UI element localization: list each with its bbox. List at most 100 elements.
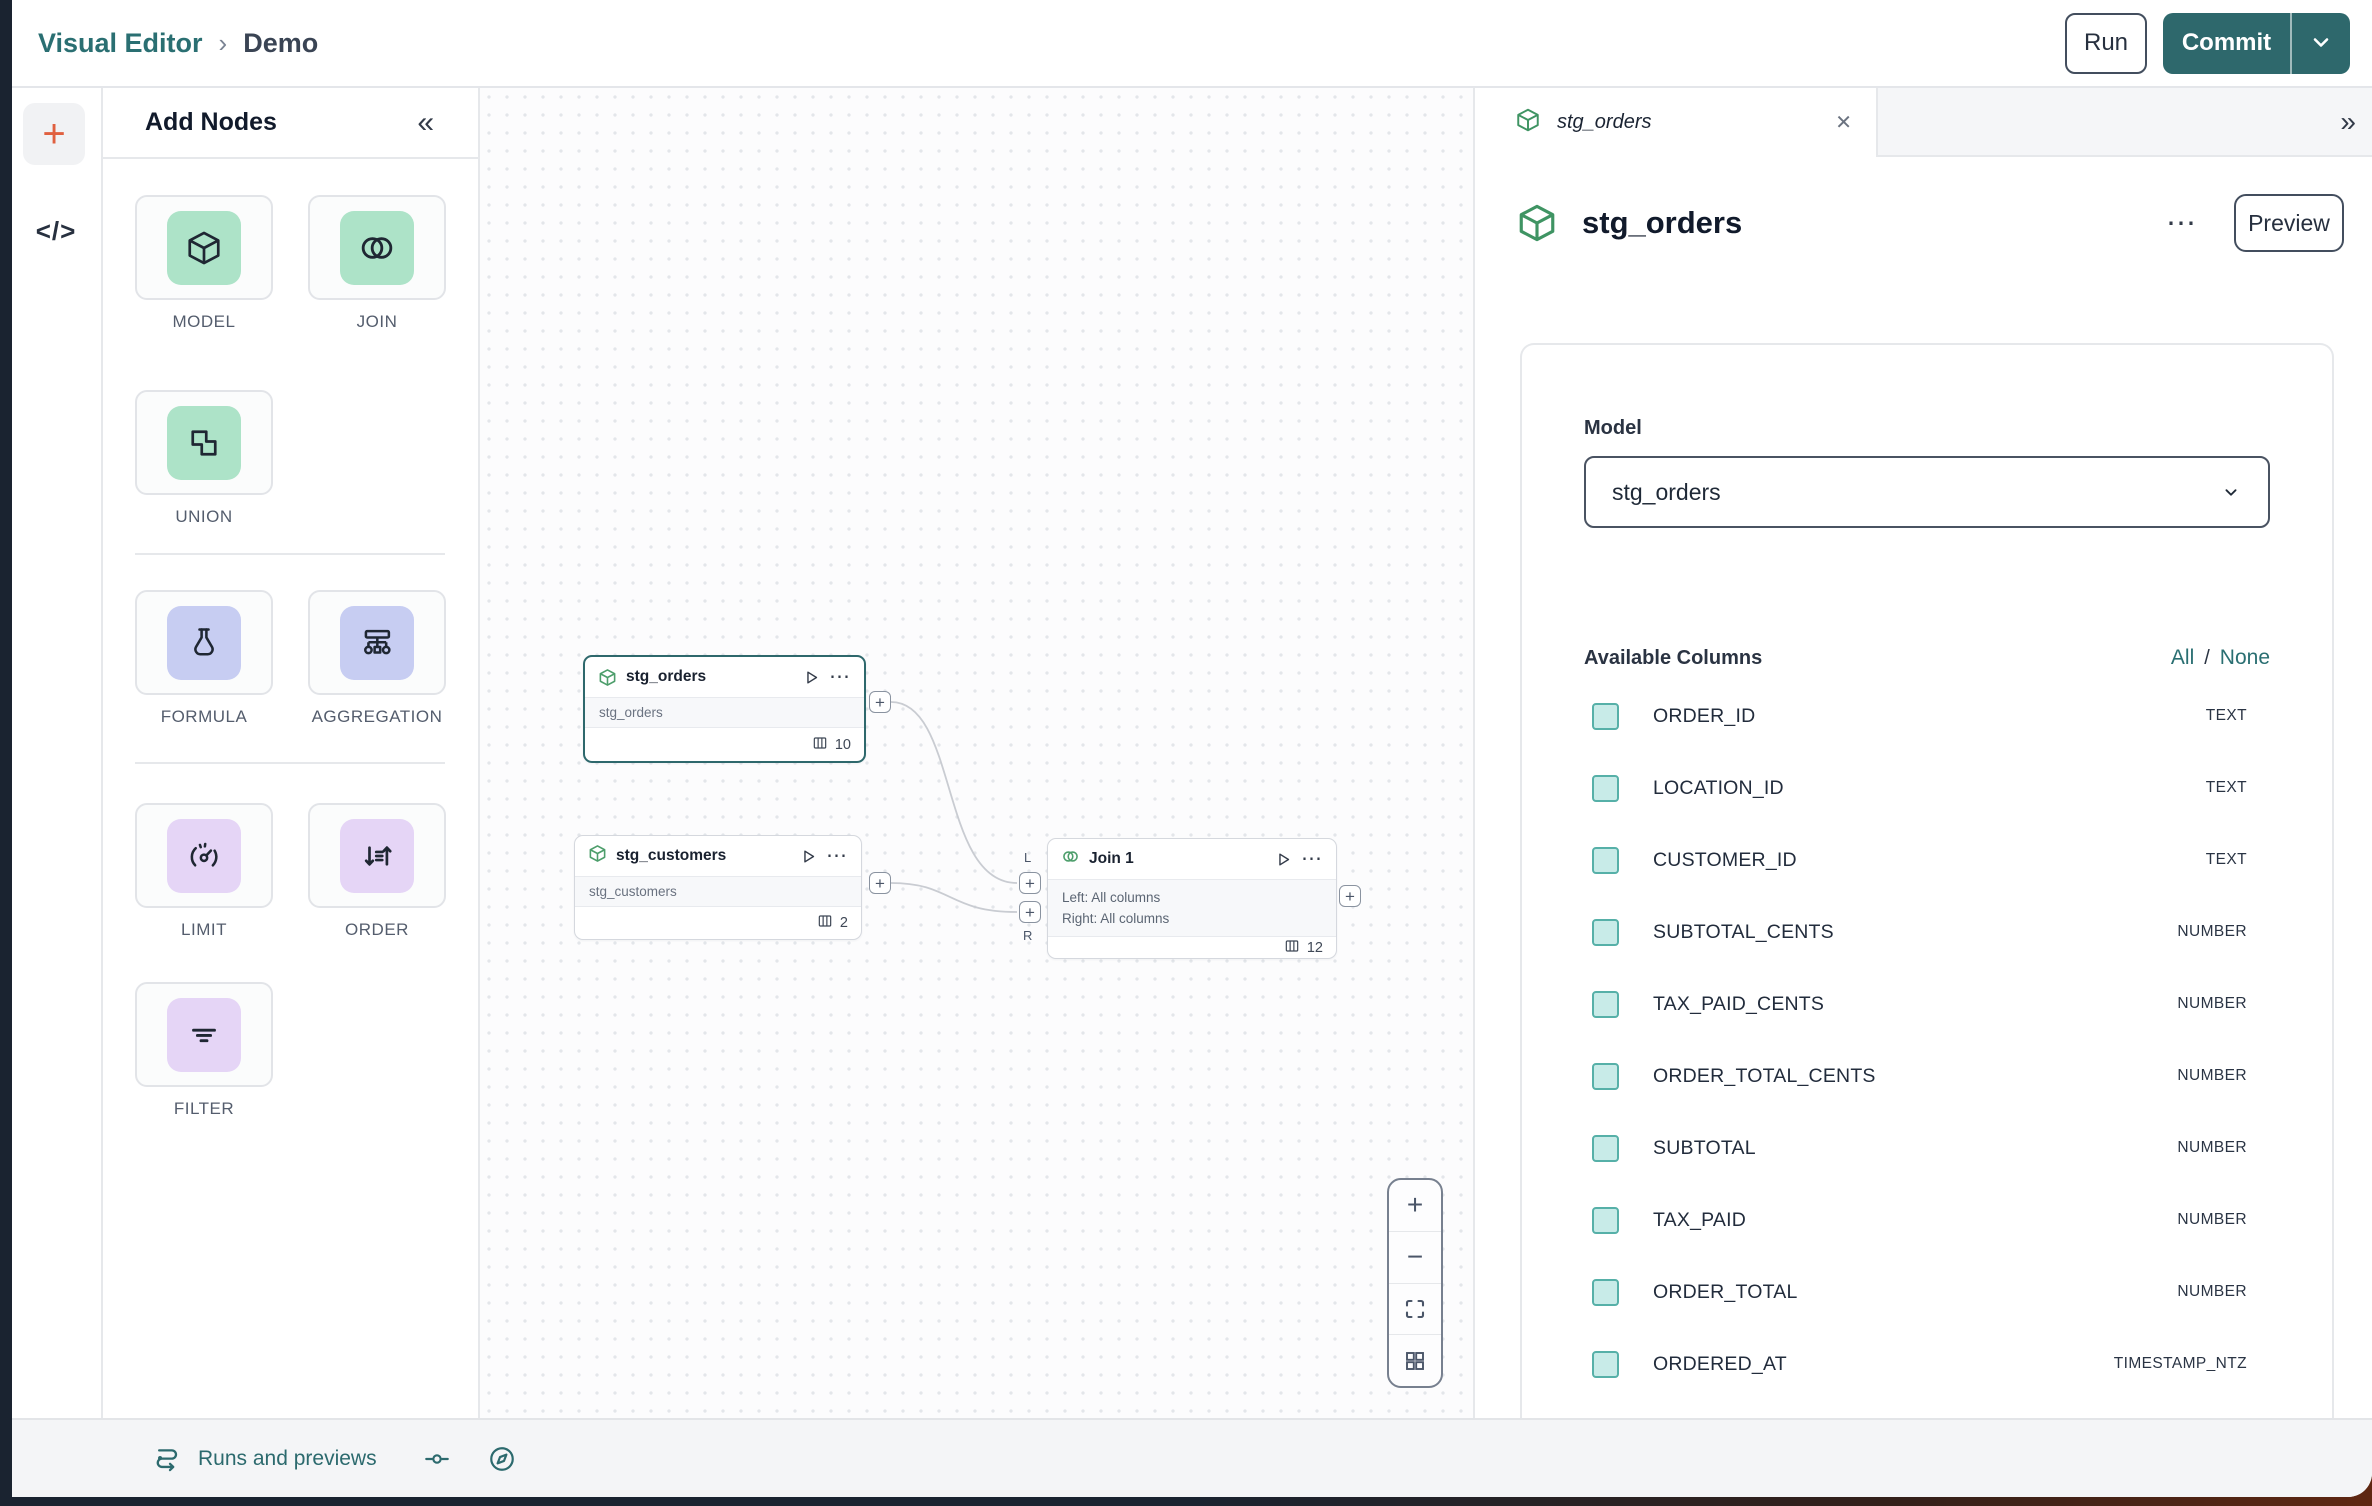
- compass-icon[interactable]: [487, 1444, 517, 1474]
- expand-panel-icon[interactable]: »: [2340, 105, 2356, 137]
- commit-dropdown-button[interactable]: [2290, 12, 2350, 74]
- column-row: ORDERED_AT TIMESTAMP_NTZ: [1522, 1328, 2332, 1400]
- column-checkbox[interactable]: [1592, 990, 1619, 1018]
- columns-icon: [817, 913, 833, 933]
- add-node-button[interactable]: +: [23, 103, 85, 165]
- node-menu-icon[interactable]: ⋯: [826, 844, 848, 867]
- node-card-join[interactable]: JOIN: [308, 195, 446, 332]
- columns-icon: [812, 735, 828, 755]
- join-left-config: Left: All columns: [1062, 890, 1161, 905]
- play-icon[interactable]: [800, 848, 817, 865]
- column-name: TAX_PAID: [1653, 1208, 1746, 1231]
- canvas-node-join-1[interactable]: Join 1 ⋯ Left: All columns Right: All co…: [1047, 838, 1337, 959]
- column-checkbox[interactable]: [1592, 702, 1619, 730]
- model-cube-icon: [1515, 107, 1541, 138]
- join-circles-icon: [1061, 847, 1080, 871]
- output-port-stg-orders[interactable]: +: [869, 691, 891, 713]
- canvas-zoom-controls: + −: [1387, 1178, 1443, 1388]
- fit-view-icon[interactable]: [1389, 1282, 1441, 1335]
- kebab-menu-icon[interactable]: ⋯: [2166, 206, 2196, 240]
- column-type: TEXT: [2205, 779, 2247, 796]
- node-card-filter[interactable]: FILTER: [135, 982, 273, 1119]
- pipeline-canvas[interactable]: stg_orders ⋯ stg_orders 10 stg_customer: [480, 88, 1473, 1418]
- column-name: LOCATION_ID: [1653, 776, 1784, 799]
- node-card-label: FILTER: [173, 1099, 235, 1118]
- input-port-join-right[interactable]: +: [1019, 901, 1041, 923]
- play-icon[interactable]: [1275, 851, 1292, 868]
- tab-title: stg_orders: [1557, 111, 1652, 133]
- node-card-aggregation[interactable]: AGGREGATION: [308, 590, 446, 727]
- node-card-formula[interactable]: FORMULA: [135, 590, 273, 727]
- canvas-node-stg-customers[interactable]: stg_customers ⋯ stg_customers 2: [574, 835, 862, 940]
- add-nodes-title: Add Nodes: [145, 108, 277, 136]
- column-type: TIMESTAMP_NTZ: [2113, 1355, 2247, 1372]
- node-card-model[interactable]: MODEL: [135, 195, 273, 332]
- model-cube-icon: [1516, 202, 1558, 244]
- column-name: ORDER_TOTAL: [1653, 1280, 1798, 1303]
- runs-and-previews-label[interactable]: Runs and previews: [198, 1446, 377, 1470]
- join-circles-icon: [340, 210, 414, 285]
- column-checkbox[interactable]: [1592, 918, 1619, 946]
- preview-button[interactable]: Preview: [2234, 194, 2344, 252]
- column-type: TEXT: [2205, 707, 2247, 724]
- model-field-label: Model: [1584, 417, 1642, 439]
- column-row: TAX_PAID NUMBER: [1522, 1184, 2332, 1256]
- column-checkbox[interactable]: [1592, 1062, 1619, 1090]
- inspector-panel: stg_orders ✕ » stg_orders ⋯ Preview Mode…: [1473, 88, 2372, 1418]
- node-card-label: MODEL: [172, 312, 236, 331]
- node-card-order[interactable]: ORDER: [308, 803, 446, 940]
- node-card-limit[interactable]: LIMIT: [135, 803, 273, 940]
- collapse-panel-icon[interactable]: «: [417, 105, 434, 139]
- column-type: NUMBER: [2177, 1283, 2247, 1300]
- commit-split-button: Commit: [2163, 12, 2350, 74]
- play-icon[interactable]: [803, 669, 820, 686]
- output-port-join[interactable]: +: [1339, 885, 1361, 907]
- column-row: LOCATION_ID TEXT: [1522, 752, 2332, 824]
- select-none-link[interactable]: None: [2219, 646, 2270, 669]
- node-card-label: LIMIT: [181, 920, 227, 939]
- select-all-link[interactable]: All: [2170, 646, 2195, 669]
- available-columns-title: Available Columns: [1584, 647, 1763, 669]
- top-bar: Visual Editor › Demo Run Commit: [12, 0, 2372, 88]
- column-name: SUBTOTAL: [1653, 1136, 1756, 1159]
- breadcrumb-visual-editor[interactable]: Visual Editor: [38, 27, 203, 58]
- column-checkbox[interactable]: [1592, 1134, 1619, 1162]
- node-card-label: ORDER: [345, 920, 409, 939]
- node-card-label: AGGREGATION: [311, 707, 443, 726]
- close-icon[interactable]: ✕: [1835, 112, 1852, 134]
- zoom-out-button[interactable]: −: [1389, 1230, 1441, 1283]
- inspector-tab-bar: stg_orders ✕ »: [1475, 88, 2372, 157]
- input-port-join-left[interactable]: +: [1019, 872, 1041, 894]
- column-row: SUBTOTAL_CENTS NUMBER: [1522, 896, 2332, 968]
- zoom-in-button[interactable]: +: [1389, 1180, 1441, 1231]
- column-checkbox[interactable]: [1592, 846, 1619, 874]
- commit-node-icon[interactable]: [423, 1445, 451, 1473]
- node-title: stg_orders: [626, 668, 707, 685]
- column-checkbox[interactable]: [1592, 1350, 1619, 1378]
- code-view-icon[interactable]: </>: [26, 213, 86, 249]
- column-checkbox[interactable]: [1592, 774, 1619, 802]
- layout-grid-icon[interactable]: [1389, 1334, 1441, 1386]
- column-type: TEXT: [2205, 851, 2247, 868]
- canvas-node-stg-orders[interactable]: stg_orders ⋯ stg_orders 10: [583, 655, 866, 763]
- node-menu-icon[interactable]: ⋯: [829, 665, 851, 688]
- available-columns-header: Available Columns All / None: [1584, 646, 2270, 670]
- tab-bar-spacer: »: [1878, 88, 2372, 157]
- node-column-count: 2: [839, 915, 848, 931]
- column-checkbox[interactable]: [1592, 1206, 1619, 1234]
- join-right-port-label: R: [1023, 928, 1033, 943]
- node-card-union[interactable]: UNION: [135, 390, 273, 527]
- column-name: SUBTOTAL_CENTS: [1653, 920, 1834, 943]
- join-left-port-label: L: [1024, 850, 1032, 865]
- commit-button[interactable]: Commit: [2163, 12, 2290, 74]
- add-nodes-panel: Add Nodes « MODEL JOIN UNION: [103, 88, 480, 1418]
- output-port-stg-customers[interactable]: +: [869, 872, 891, 894]
- run-button[interactable]: Run: [2065, 12, 2147, 74]
- order-sort-icon: [340, 818, 414, 893]
- tab-stg-orders[interactable]: stg_orders ✕: [1475, 88, 1878, 157]
- node-menu-icon[interactable]: ⋯: [1301, 847, 1323, 870]
- chevron-down-icon: [2220, 481, 2242, 503]
- formula-flask-icon: [167, 605, 241, 680]
- column-checkbox[interactable]: [1592, 1278, 1619, 1306]
- model-select-dropdown[interactable]: stg_orders: [1584, 456, 2270, 528]
